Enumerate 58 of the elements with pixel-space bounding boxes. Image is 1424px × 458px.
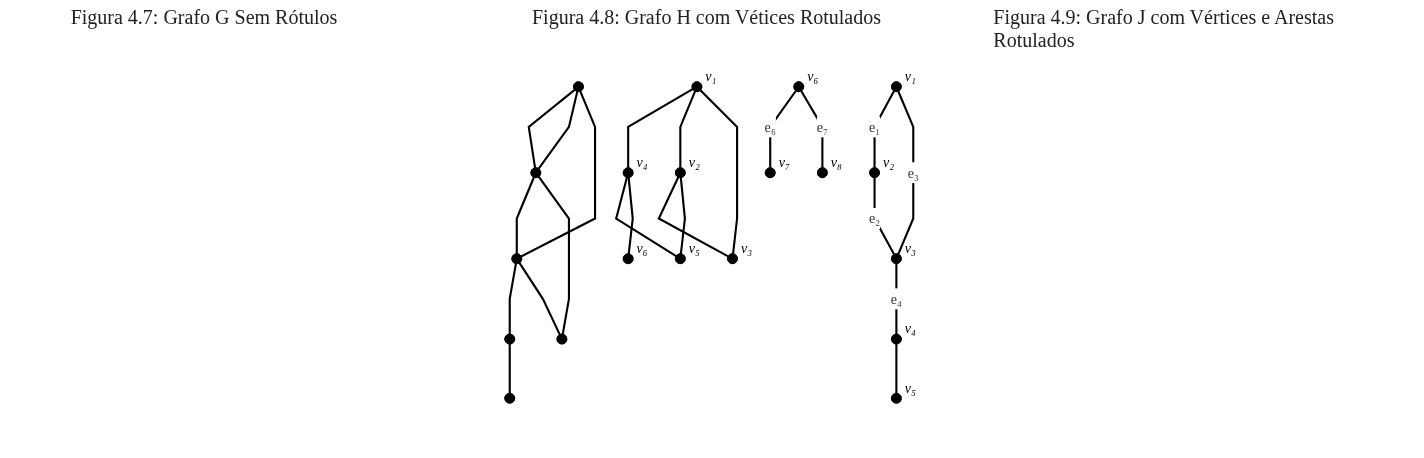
vertex-label: v₈ bbox=[831, 153, 843, 170]
vertex-dot bbox=[869, 166, 880, 178]
vertex-label: v₅ bbox=[688, 239, 701, 256]
vertex-dot bbox=[691, 80, 703, 92]
vertex-dot bbox=[623, 252, 634, 264]
figure-caption: Figura 4.7: Grafo G Sem Rótulos bbox=[70, 6, 339, 31]
connector bbox=[520, 90, 597, 257]
vertex-dot bbox=[573, 80, 584, 92]
connector bbox=[518, 261, 561, 335]
vertex-label: v₇ bbox=[778, 153, 790, 170]
vertex-dot bbox=[504, 392, 516, 404]
connector bbox=[515, 176, 536, 254]
connector bbox=[538, 175, 571, 334]
connector bbox=[897, 90, 915, 255]
vertex-dot bbox=[623, 166, 634, 178]
connector bbox=[627, 177, 634, 254]
vertex-dot bbox=[891, 252, 902, 264]
vertex-label: v₃ bbox=[905, 239, 917, 256]
connector bbox=[895, 263, 898, 334]
connector bbox=[873, 90, 896, 168]
vertex-label: v₃ bbox=[741, 239, 753, 256]
connector bbox=[508, 343, 511, 393]
vertex-label: v₁ bbox=[705, 67, 717, 84]
connector bbox=[699, 88, 739, 254]
connector bbox=[769, 89, 797, 168]
figure-caption: Figura 4.9: Grafo J com Vértices e Arestas Rotulados bbox=[993, 6, 1335, 52]
vertex-label: v₂ bbox=[688, 153, 701, 170]
vertex-dot bbox=[727, 252, 738, 264]
connector bbox=[895, 343, 898, 393]
vertex-dot bbox=[891, 392, 902, 404]
vertex-label: v₆ bbox=[636, 239, 648, 256]
vertex-label: v₁ bbox=[905, 67, 917, 84]
vertex-dot bbox=[793, 80, 805, 92]
connector bbox=[679, 90, 697, 168]
connector bbox=[538, 90, 579, 169]
vertex-label: v₂ bbox=[883, 153, 895, 170]
connector bbox=[527, 88, 576, 168]
vertex-dot bbox=[817, 166, 828, 178]
connector bbox=[615, 176, 677, 257]
connector bbox=[627, 87, 694, 168]
vertex-label: v₆ bbox=[807, 67, 819, 84]
vertex-dot bbox=[891, 333, 902, 344]
vertex-dot bbox=[511, 252, 523, 264]
connector bbox=[679, 177, 687, 254]
figure-caption: Figura 4.8: Grafo H com Vétices Rotulados bbox=[532, 6, 882, 31]
vertex-dot bbox=[675, 252, 686, 264]
vertex-dot bbox=[504, 333, 516, 344]
vertex-dot bbox=[675, 166, 686, 178]
vertex-label: v₅ bbox=[905, 379, 917, 396]
vertex-dot bbox=[765, 166, 776, 178]
vertex-label: v₄ bbox=[905, 319, 917, 336]
vertex-label: v₄ bbox=[636, 153, 648, 170]
connector bbox=[657, 176, 729, 257]
connector bbox=[508, 262, 518, 334]
vertex-dot bbox=[891, 80, 902, 92]
vertex-dot bbox=[556, 333, 568, 344]
vertex-dot bbox=[530, 166, 542, 178]
connector bbox=[800, 89, 824, 168]
